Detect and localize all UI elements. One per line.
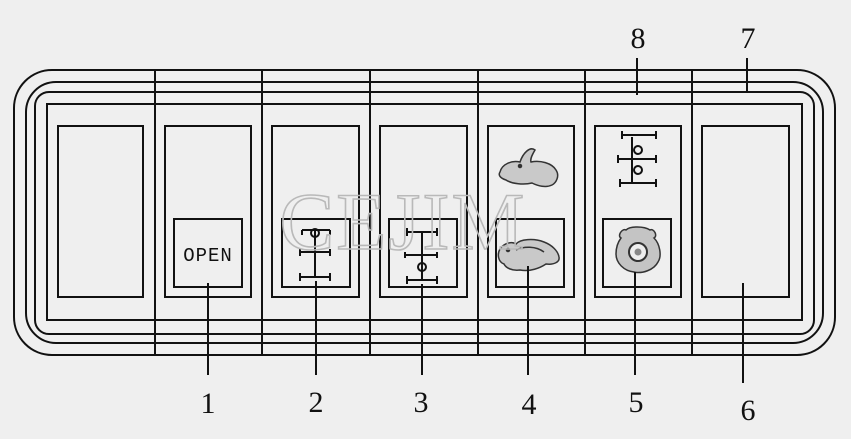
callout-2: 2: [309, 386, 324, 419]
callout-8: 8: [631, 22, 646, 55]
callout-labels: 1 2 3 4 5 6 7 8: [201, 22, 756, 427]
callout-7: 7: [741, 22, 756, 55]
callout-lines: [207, 58, 748, 383]
callout-3: 3: [414, 386, 429, 419]
slot-blank-left: [57, 125, 144, 298]
callout-1: 1: [201, 387, 216, 420]
slot-5: [594, 125, 682, 298]
callout-6: 6: [741, 394, 756, 427]
differential-lock-engage-icon: [299, 228, 331, 281]
differential-lock-disengage-icon: [404, 228, 438, 284]
slot-3: [379, 125, 468, 298]
gear-icon: [615, 226, 661, 274]
turtle-slow-icon: [497, 238, 560, 272]
callout-4: 4: [522, 388, 537, 421]
rabbit-fast-icon: [498, 148, 559, 188]
axle-lock-icon: [617, 131, 657, 187]
open-label: OPEN: [183, 245, 233, 267]
watermark: CEJIM: [280, 176, 527, 267]
panel-frame: [13, 69, 836, 356]
slot-6: [701, 125, 790, 298]
callout-5: 5: [629, 386, 644, 419]
slot-4: [487, 125, 575, 298]
module-dividers: [154, 70, 693, 355]
